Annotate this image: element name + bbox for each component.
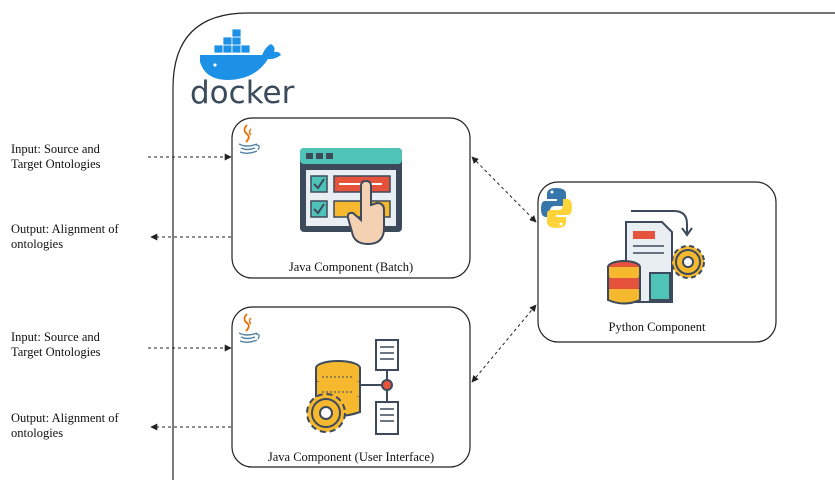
docker-whale-icon [200, 28, 281, 80]
ui-input-line1: Input: Source and [11, 330, 100, 344]
document-processing-icon [607, 210, 705, 305]
batch-component-title: Java Component (Batch) [289, 260, 413, 274]
batch-output-line1: Output: Alignment of [11, 222, 119, 236]
ui-input-line2: Target Ontologies [11, 345, 101, 359]
docker-wordmark: docker [190, 75, 295, 111]
python-component-title: Python Component [609, 320, 706, 334]
java-logo-icon [238, 124, 260, 154]
batch-input-line2: Target Ontologies [11, 157, 101, 171]
batch-output-label: Output: Alignment of ontologies [11, 222, 119, 252]
database-settings-icon [306, 339, 399, 435]
python-logo-icon [541, 188, 572, 228]
docker-container [172, 12, 835, 480]
batch-python-link [471, 156, 537, 223]
batch-input-line1: Input: Source and [11, 142, 100, 156]
ui-input-label: Input: Source and Target Ontologies [11, 330, 101, 360]
docker-logo: docker [190, 28, 295, 111]
ui-output-line2: ontologies [11, 426, 64, 440]
java-logo-icon [238, 313, 260, 343]
batch-input-label: Input: Source and Target Ontologies [11, 142, 101, 172]
ui-component-title: Java Component (User Interface) [268, 450, 434, 464]
dashboard-touch-icon [300, 148, 402, 246]
ui-output-line1: Output: Alignment of [11, 411, 119, 425]
ui-python-link [471, 304, 537, 383]
batch-output-line2: ontologies [11, 237, 64, 251]
ui-output-label: Output: Alignment of ontologies [11, 411, 119, 441]
